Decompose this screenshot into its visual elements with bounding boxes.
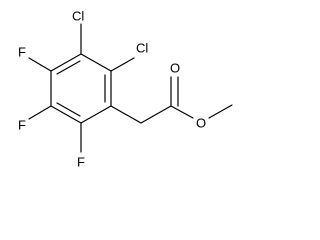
structure-diagram: Cl Cl F F F O O — [18, 9, 233, 170]
bond-c3-ch2 — [110, 105, 142, 124]
atom-label-cl-upper: Cl — [72, 9, 84, 24]
atom-label-o-ester: O — [196, 116, 206, 131]
bond-o-methyl — [208, 104, 233, 119]
ring-bond-c6-c1 — [50, 53, 82, 72]
bond-ch2-carbonyl — [140, 105, 172, 124]
ring-bond-c3-c4 — [80, 105, 112, 124]
atom-label-f-lower: F — [77, 155, 85, 170]
ring-double-bond-c4-c5 — [56, 102, 81, 117]
bond-carbonyl-o-ester — [170, 105, 194, 119]
ring-double-bond-c6-c1 — [56, 60, 81, 75]
benzene-ring — [50, 53, 112, 124]
ring-bond-c4-c5 — [50, 105, 82, 124]
bond-c2-cl — [110, 57, 135, 72]
atom-label-cl-right: Cl — [136, 41, 148, 56]
bond-c5-f — [28, 105, 52, 120]
atom-label-f-mid: F — [18, 118, 26, 133]
atom-label-f-upper: F — [18, 45, 26, 60]
ring-bond-c1-c2 — [80, 53, 112, 72]
atom-label-o-carbonyl: O — [170, 61, 180, 76]
bond-c6-f — [28, 57, 52, 72]
